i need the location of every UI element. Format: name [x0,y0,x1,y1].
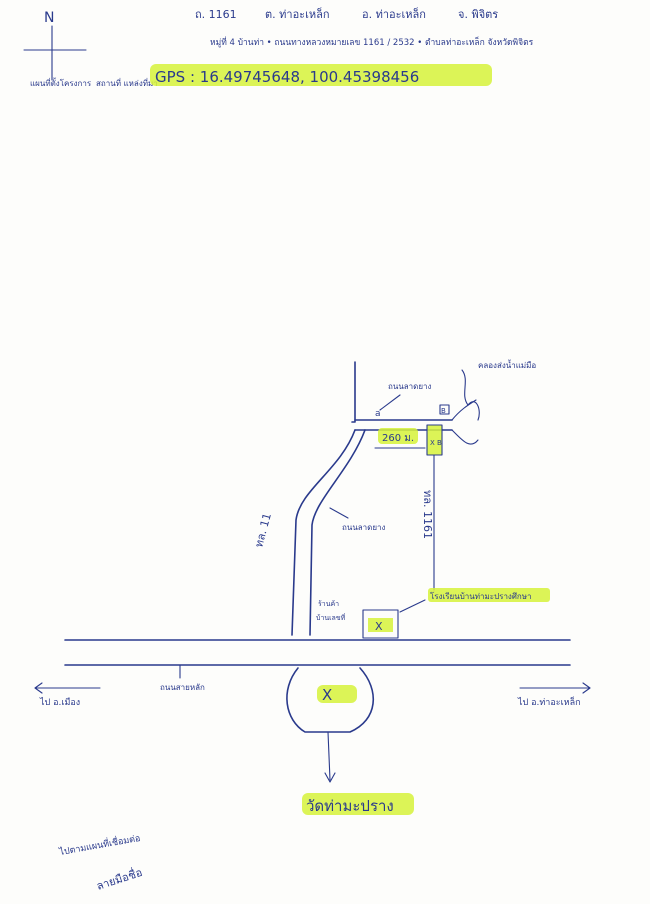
compass: N [23,10,87,81]
curved-road-left [291,429,356,636]
right-vertical-road: ทล. 1161 [421,454,435,591]
route-right-label: ทล. 1161 [421,490,434,539]
footer-signature: ลายมือชื่อ [94,864,144,893]
school-building [362,609,399,639]
main-road-label: ถนนสายหลัก [160,683,205,692]
compass-north-label: N [44,10,54,26]
temple-x: X [322,686,332,704]
header-address: หมู่ที่ 4 บ้านท่า • ถนนทางหลวงหมายเลข 11… [210,36,534,48]
distance-highlight [378,428,418,444]
main-road: ถนนสายหลัก ไป อ.เมือง ไป อ.ท่าอะเหล็ก [34,639,591,708]
header: ถ. 1161 ต. ท่าอะเหล็ก อ. ท่าอะเหล็ก จ. พ… [30,7,534,88]
gps-highlight [150,64,492,86]
canal-curve [461,369,480,421]
arrow-left-head [34,682,43,694]
distance-marker: 260 ม. [374,428,426,449]
site-marker: X B [430,439,442,447]
temple: X วัดท่ามะปราง [286,667,414,815]
school: X โรงเรียนบ้านท่ามะปรางศึกษา [362,588,550,639]
school-label-highlight [428,588,550,602]
side-road-arrow [329,507,349,519]
header-district: อ. ท่าอะเหล็ก [362,7,426,21]
canal-bottom-line [451,429,479,445]
side-road-label: ถนนลาดยาง [342,523,386,532]
school-highlight [368,618,393,632]
header-road: ถ. 1161 [195,8,237,21]
header-subdistrict: ต. ท่าอะเหล็ก [265,7,330,21]
site-box: X B [426,424,443,456]
header-province: จ. พิจิตร [458,8,498,21]
temple-highlight [317,685,357,703]
upper-left-road-line [351,361,356,423]
map-label-a: แผนที่ตั้งโครงการ [30,77,92,88]
small-label-1: ร้านค้า [318,600,339,608]
footer-note: ไปตามแผนที่เชื่อมต่อ [57,831,141,858]
marker-b-box [439,404,450,415]
footer: ไปตามแผนที่เชื่อมต่อ ลายมือชื่อ [57,831,144,893]
school-x: X [375,620,383,633]
marker-a: a [375,409,381,419]
canal-label: คลองส่งน้ำแม่มือ [478,359,536,370]
temple-label: วัดท่ามะปราง [306,797,394,815]
temple-pointer [327,731,331,781]
school-pointer [399,599,426,613]
temple-arrow-head [324,772,336,783]
curved-road-right [309,429,366,636]
upper-road-label: ถนนลาดยาง [388,382,432,391]
small-label-2: บ้านเลขที่ [316,613,346,622]
marker-b: B [441,407,446,415]
map-label-b: สถานที่ แหล่งที่มา [96,77,158,88]
distance-label: 260 ม. [382,433,414,444]
arrow-right-head [582,682,591,694]
canal-top-line [451,399,477,421]
route-left-label: ทล. 11 [252,512,274,549]
gps-coordinates: GPS : 16.49745648, 100.45398456 [155,68,419,86]
curved-road: ทล. 11 ถนนลาดยาง ร้านค้า บ้านเลขที่ [252,429,386,636]
upper-road-arrow [379,394,401,411]
temple-label-highlight [302,793,414,815]
to-right-label: ไป อ.ท่าอะเหล็ก [517,695,581,708]
site-highlight [427,425,442,455]
school-label: โรงเรียนบ้านท่ามะปรางศึกษา [430,591,532,601]
to-left-label: ไป อ.เมือง [39,697,80,708]
